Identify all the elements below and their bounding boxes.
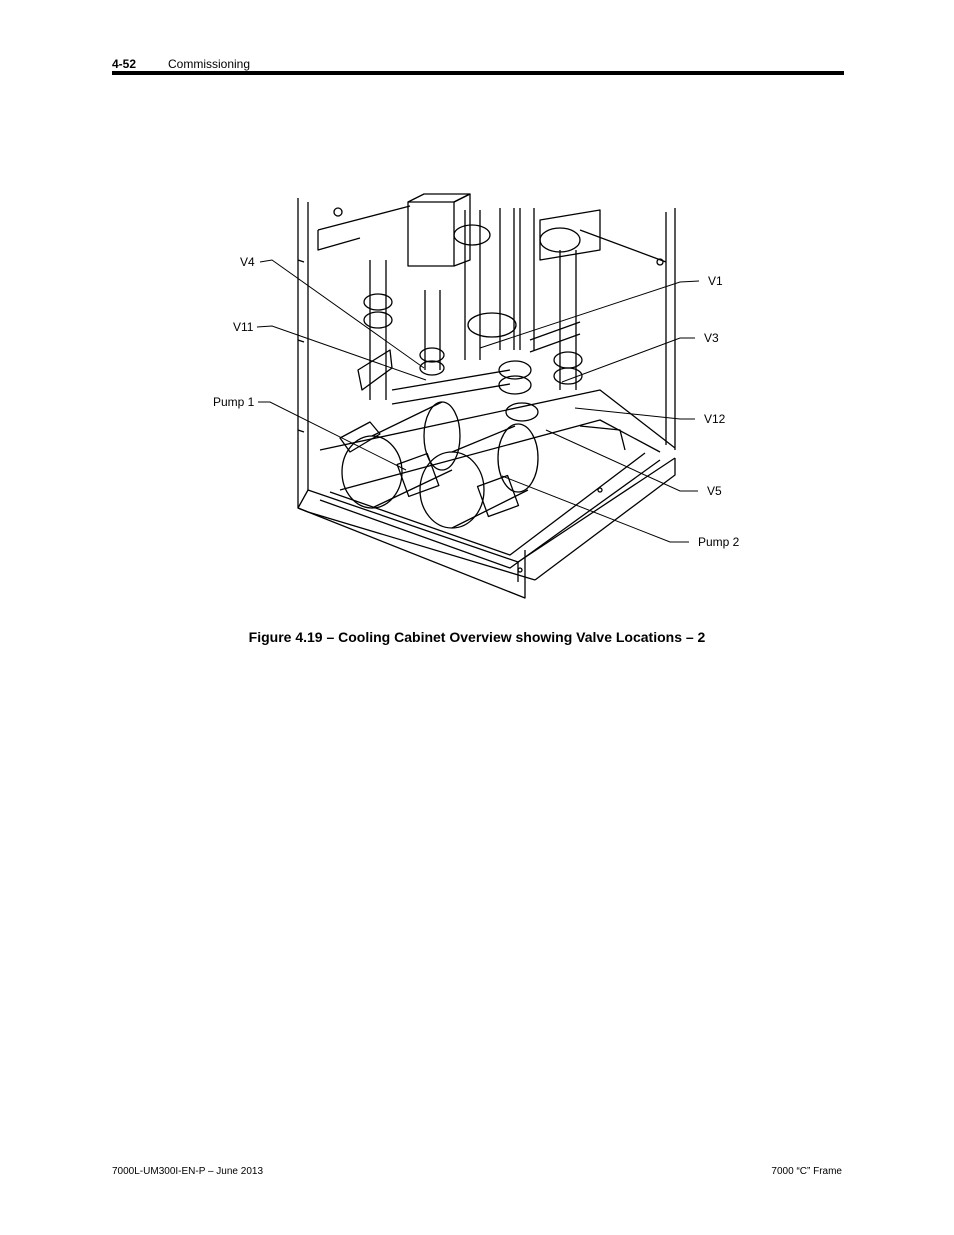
header-rule bbox=[112, 71, 844, 75]
v11-leader bbox=[256, 325, 427, 381]
callout-v12: V12 bbox=[704, 412, 726, 426]
v12-leader bbox=[574, 407, 695, 420]
callout-v1: V1 bbox=[708, 274, 723, 288]
v5-leader bbox=[545, 429, 698, 492]
callout-v11: V11 bbox=[233, 320, 254, 334]
figure-caption: Figure 4.19 – Cooling Cabinet Overview s… bbox=[248, 629, 706, 645]
pump2-leader bbox=[501, 475, 689, 543]
callout-pump1: Pump 1 bbox=[213, 395, 255, 409]
callout-v3: V3 bbox=[704, 331, 719, 345]
footer-product: 7000 “C” Frame bbox=[771, 1166, 842, 1177]
callout-pump2: Pump 2 bbox=[698, 535, 740, 549]
v1-leader bbox=[479, 280, 700, 349]
page-number: 4-52 bbox=[112, 57, 137, 71]
cooling-cabinet-drawing: V4 V11 Pump 1 V1 V3 V12 V5 Pump 2 bbox=[213, 193, 740, 599]
footer-doc-id: 7000L-UM300I-EN-P – June 2013 bbox=[112, 1166, 264, 1177]
section-title: Commissioning bbox=[168, 57, 251, 71]
pump1-leader bbox=[258, 401, 407, 471]
callout-v4: V4 bbox=[240, 255, 255, 269]
cooling-cabinet-figure: V4 V11 Pump 1 V1 V3 V12 V5 Pump 2 bbox=[180, 190, 760, 610]
callout-v5: V5 bbox=[707, 484, 722, 498]
v3-leader bbox=[561, 337, 695, 383]
v4-leader bbox=[259, 259, 425, 369]
